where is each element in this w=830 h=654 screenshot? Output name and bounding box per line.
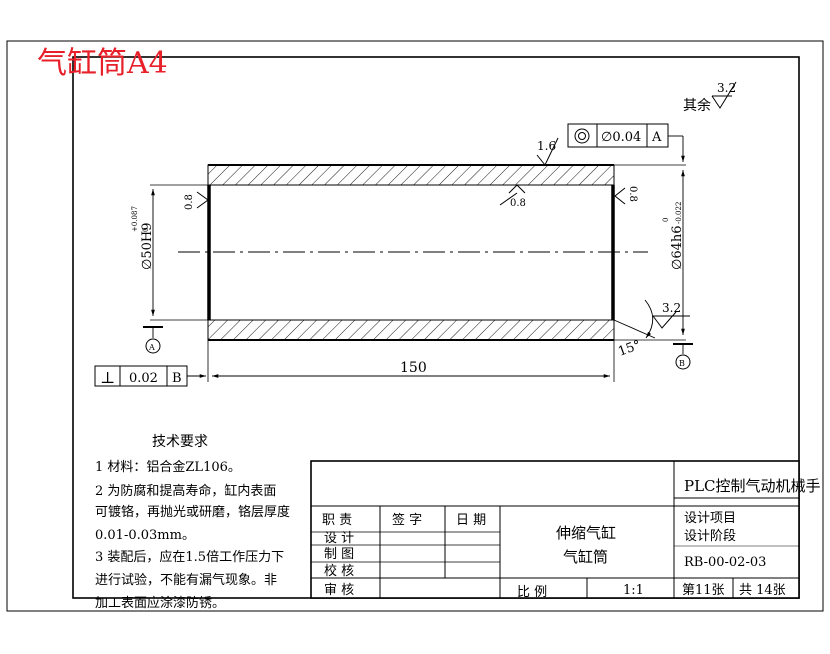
row-review: 审 核 [324, 583, 354, 598]
title-block: PLC控制气动机械手 职 责 签 字 日 期 设 计 制 图 校 核 审 核 伸… [310, 460, 821, 600]
length-dimension: 150 [207, 340, 615, 382]
perpendicularity-symbol: ⊥ [100, 368, 115, 387]
col-duty: 职 责 [322, 513, 352, 528]
datum-b-symbol: B [673, 343, 693, 370]
tech-line: 加工表面应涂漆防锈。 [95, 595, 225, 611]
scale-value: 1:1 [623, 583, 644, 598]
chamfer-roughness-value: 3.2 [662, 301, 681, 315]
roughness-inner: 0.8 [499, 184, 526, 209]
tech-line: 可镀铬，再抛光或研磨，铬层厚度 [95, 504, 290, 520]
datum-a-symbol: A [143, 326, 163, 354]
inner-upper-deviation: +0.087 [131, 206, 139, 232]
roughness-left: 0.8 [184, 191, 209, 210]
datum-b-label: B [679, 359, 685, 368]
sheet-total: 共 14张 [739, 583, 786, 598]
roughness-right-value: 0.8 [627, 186, 638, 202]
length-text: 150 [400, 360, 427, 376]
general-roughness: 其余 3.2 [683, 81, 737, 114]
tech-line: 0.01-0.03mm。 [95, 528, 195, 543]
design-stage: 设计阶段 [684, 529, 736, 544]
drawing-number: RB-00-02-03 [684, 555, 766, 570]
bottom-wall-hatch [207, 319, 615, 341]
part-name-line1: 伸缩气缸 [556, 524, 616, 542]
perpendicularity-frame: ⊥ 0.02 B [94, 365, 206, 387]
concentricity-frame: ∅0.04 A [567, 123, 685, 162]
roughness-top: 1.6 [536, 137, 559, 166]
perpendicularity-datum: B [172, 371, 182, 386]
perpendicularity-value: 0.02 [129, 371, 158, 386]
outer-diameter-dimension: ∅64h6 0 -0.022 [614, 164, 686, 341]
tech-line: 2 为防腐和提高寿命，缸内表面 [95, 483, 276, 499]
row-design: 设 计 [324, 531, 354, 546]
chamfer-angle-value: 15° [616, 338, 643, 360]
tech-requirements-heading: 技术要求 [152, 434, 208, 450]
datum-a-label: A [148, 343, 155, 352]
col-sign: 签 字 [392, 512, 422, 528]
tech-requirements: 技术要求 1 材料：铝合金ZL106。 2 为防腐和提高寿命，缸内表面 可镀铬，… [95, 434, 290, 611]
chamfer-annotation: 3.2 15° [613, 299, 690, 360]
inner-diameter-text: ∅50H9 [140, 223, 155, 270]
sheet-number: 第11张 [682, 583, 725, 598]
outer-frame [6, 40, 824, 612]
outer-upper-deviation: 0 [662, 218, 670, 222]
outer-diameter-text: ∅64h6 [670, 225, 685, 270]
roughness-inner-value: 0.8 [510, 198, 526, 209]
row-draft: 制 图 [324, 547, 354, 562]
roughness-top-value: 1.6 [537, 139, 556, 153]
tech-line: 进行试验，不能有漏气现象。非 [95, 572, 277, 588]
scale-label: 比 例 [517, 585, 547, 600]
part-name-line2: 气缸筒 [563, 548, 608, 566]
drawing-title: 气缸筒A4 [37, 46, 168, 81]
outer-lower-deviation: -0.022 [675, 202, 683, 224]
general-roughness-label: 其余 [683, 97, 711, 114]
design-project: 设计项目 [684, 511, 736, 526]
row-check: 校 核 [324, 563, 354, 579]
inner-diameter-dimension: ∅50H9 +0.087 0 [131, 184, 208, 321]
top-wall-hatch [207, 164, 615, 186]
concentricity-datum: A [651, 130, 662, 145]
tech-line: 3 装配后，应在1.5倍工作压力下 [95, 549, 284, 565]
concentricity-value: ∅0.04 [601, 130, 641, 145]
general-roughness-value: 3.2 [717, 81, 736, 95]
tech-line: 1 材料：铝合金ZL106。 [95, 459, 241, 475]
col-date: 日 期 [456, 513, 486, 528]
project-name: PLC控制气动机械手 [684, 477, 821, 495]
bore-outline [207, 184, 615, 321]
roughness-right: 0.8 [614, 186, 638, 205]
inner-lower-deviation: 0 [142, 228, 150, 232]
cylinder-tube [178, 164, 648, 341]
roughness-left-value: 0.8 [184, 194, 195, 210]
